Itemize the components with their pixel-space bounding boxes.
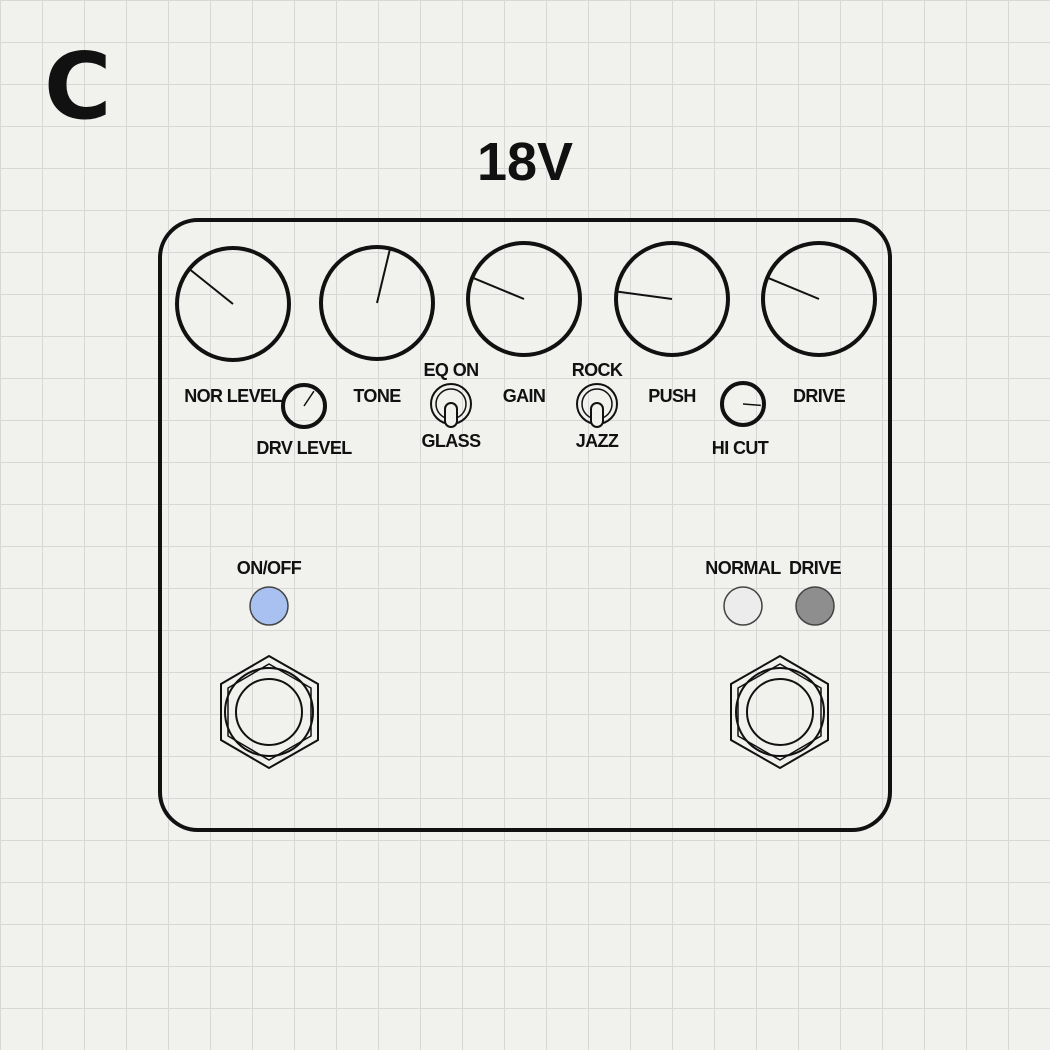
knob-gain[interactable] (466, 241, 582, 357)
knob-tone[interactable] (319, 245, 435, 361)
toggle-rock-bottom-label: JAZZ (576, 431, 619, 451)
toggle-eq-top-label: EQ ON (423, 360, 478, 380)
left-footswitch[interactable] (220, 654, 319, 770)
label-hi-cut: HI CUT (712, 438, 769, 458)
led-on-off (249, 586, 289, 626)
led-normal (723, 586, 763, 626)
pedal-enclosure (158, 218, 892, 832)
mini-knob-drv-level[interactable] (281, 383, 327, 429)
toggle-eq-bottom-label: GLASS (421, 431, 481, 451)
label-gain: GAIN (503, 386, 546, 406)
label-tone: TONE (353, 386, 401, 406)
knob-nor-level[interactable] (175, 246, 291, 362)
right-footswitch[interactable] (730, 654, 829, 770)
label-drv-level: DRV LEVEL (256, 438, 352, 458)
led-drive (795, 586, 835, 626)
toggle-rock-jazz[interactable] (576, 383, 618, 428)
knob-push[interactable] (614, 241, 730, 357)
knob-drive[interactable] (761, 241, 877, 357)
mini-knob-hi-cut[interactable] (720, 381, 766, 427)
label-drive: DRIVE (793, 386, 846, 406)
led-on-off-label: ON/OFF (237, 558, 302, 578)
led-normal-label: NORMAL (705, 558, 781, 578)
toggle-eq-glass[interactable] (430, 383, 472, 428)
corner-letter: C (44, 33, 112, 140)
led-drive-label: DRIVE (789, 558, 842, 578)
label-push: PUSH (648, 386, 696, 406)
toggle-rock-top-label: ROCK (572, 360, 623, 380)
voltage-label: 18V (477, 132, 573, 192)
label-nor-level: NOR LEVEL (184, 386, 282, 406)
